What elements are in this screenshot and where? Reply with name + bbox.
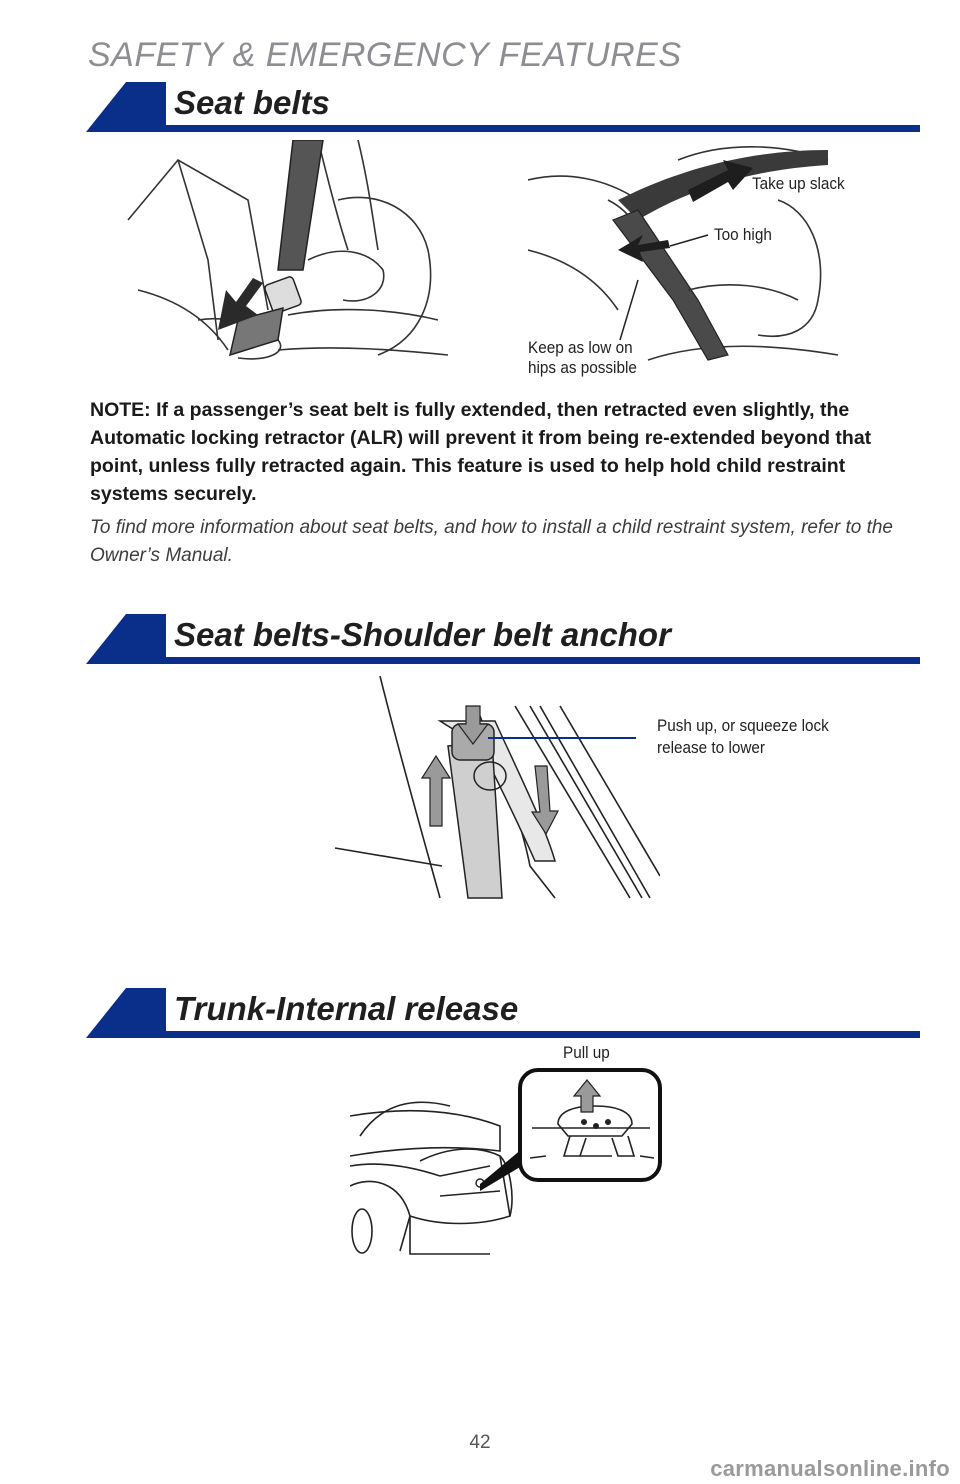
keep-low-callout-line1: Keep as low on <box>528 338 633 357</box>
watermark: carmanualsonline.info <box>710 1456 950 1481</box>
anchor-callout-line1: Push up, or squeeze lock <box>657 716 829 735</box>
section-rule <box>156 657 920 664</box>
section-title: Trunk-Internal release <box>174 990 519 1027</box>
pull-up-callout: Pull up <box>563 1043 610 1062</box>
section-rule <box>156 1031 920 1038</box>
section-tab <box>86 614 166 664</box>
page-number: 42 <box>469 1432 491 1453</box>
section-header-trunk: Trunk-Internal release <box>86 988 920 1038</box>
seat-belt-info: To find more information about seat belt… <box>90 517 893 566</box>
adjusting-seat-belt-illustration <box>528 146 839 361</box>
buckling-seat-belt-illustration <box>127 140 448 360</box>
section-tab <box>86 82 166 132</box>
section-header-seat-belts: Seat belts <box>86 82 920 132</box>
shoulder-belt-anchor-illustration <box>334 676 660 899</box>
page-heading: SAFETY & EMERGENCY FEATURES <box>88 36 682 74</box>
anchor-callout-line2: release to lower <box>657 738 766 757</box>
seat-belt-note: NOTE: If a passenger’s seat belt is full… <box>90 399 872 505</box>
section-title: Seat belts <box>174 84 330 121</box>
section-rule <box>156 125 920 132</box>
section-header-shoulder-anchor: Seat belts-Shoulder belt anchor <box>86 614 920 664</box>
section-tab <box>86 988 166 1038</box>
trunk-release-illustration <box>350 1068 662 1255</box>
too-high-callout: Too high <box>714 225 772 244</box>
keep-low-callout-line2: hips as possible <box>528 358 637 377</box>
section-title: Seat belts-Shoulder belt anchor <box>174 616 671 653</box>
take-up-slack-callout: Take up slack <box>752 174 845 193</box>
